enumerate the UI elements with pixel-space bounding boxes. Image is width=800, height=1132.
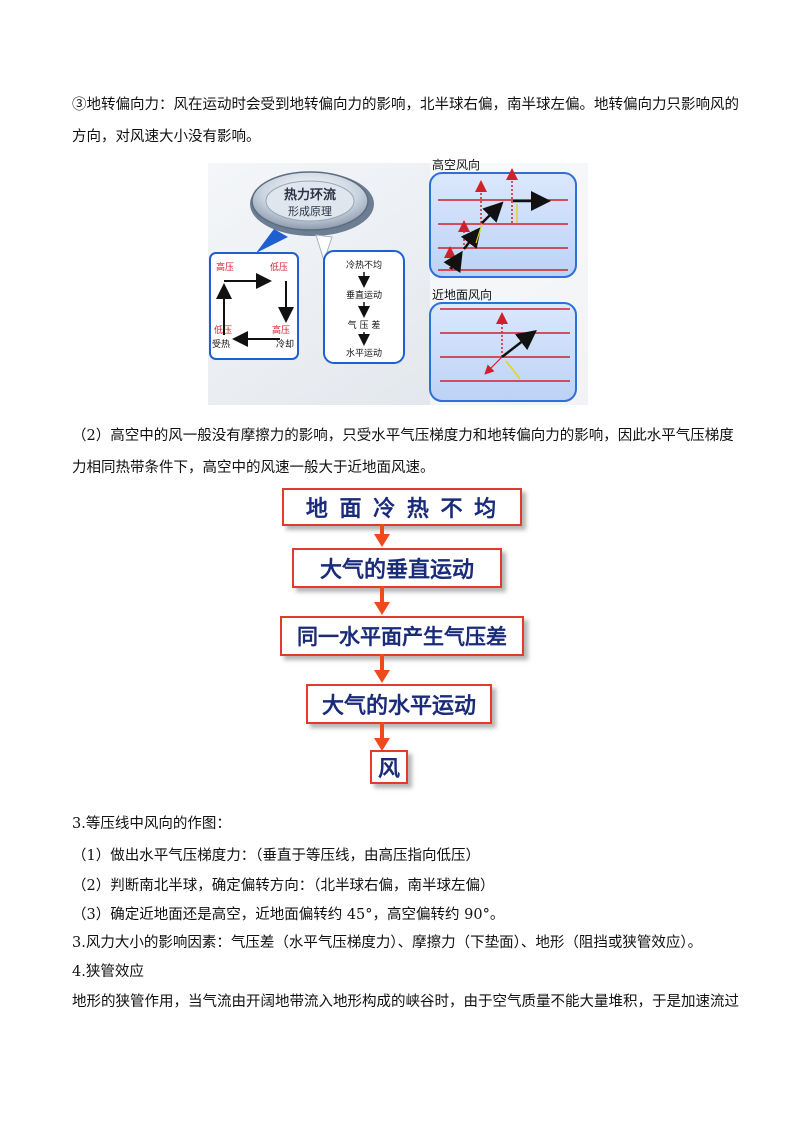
cycle-top-left-label: 高压 bbox=[216, 261, 234, 273]
thermal-circulation-figure: 热力环流 形成原理 高压 低压 低压 高压 受热 冷却 冷热不均 垂直运动 气 … bbox=[208, 157, 588, 405]
paragraph-coriolis-line1: ③地转偏向力：风在运动时会受到地转偏向力的影响，北半球右偏，南半球左偏。地转偏向… bbox=[72, 97, 739, 113]
flow-box-5: 风 bbox=[370, 750, 408, 784]
section-wind-force-factors: 3.风力大小的影响因素：气压差（水平气压梯度力）、摩擦力（下垫面）、地形（阻挡或… bbox=[72, 935, 703, 951]
upper-wind-title: 高空风向 bbox=[432, 157, 480, 172]
step-1: 冷热不均 bbox=[346, 259, 382, 271]
flow-arrow-2 bbox=[380, 586, 384, 602]
lower-wind-title: 近地面风向 bbox=[432, 287, 492, 302]
paragraph-upper-wind-line2: 力相同热带条件下，高空中的风速一般大于近地面风速。 bbox=[72, 460, 435, 476]
cycle-bottom-right-sub: 冷却 bbox=[276, 338, 294, 350]
section-gorge-effect-line1: 地形的狭管作用，当气流由开阔地带流入地形构成的峡谷时，由于空气质量不能大量堆积，… bbox=[72, 994, 739, 1010]
cycle-bottom-right-label: 高压 bbox=[272, 324, 290, 336]
flow-box-3: 同一水平面产生气压差 bbox=[280, 616, 524, 656]
section-isobar-title: 3.等压线中风向的作图： bbox=[72, 816, 231, 832]
pointer-left bbox=[256, 229, 288, 253]
upper-wind-panel bbox=[429, 172, 577, 278]
step-3: 气 压 差 bbox=[348, 319, 381, 331]
paragraph-coriolis-line2: 方向，对风速大小没有影响。 bbox=[72, 129, 261, 145]
title-button-line1: 热力环流 bbox=[284, 187, 336, 203]
section-isobar-item-2: （2）判断南北半球，确定偏转方向：（北半球右偏，南半球左偏） bbox=[72, 878, 495, 894]
flow-arrow-3 bbox=[380, 654, 384, 670]
flow-box-4: 大气的水平运动 bbox=[306, 684, 492, 724]
section-isobar-item-3: （3）确定近地面还是高空，近地面偏转约 45°，高空偏转约 90°。 bbox=[72, 907, 505, 923]
flow-box-2: 大气的垂直运动 bbox=[292, 548, 502, 588]
section-isobar-item-1: （1）做出水平气压梯度力：（垂直于等压线，由高压指向低压） bbox=[72, 848, 480, 864]
step-2: 垂直运动 bbox=[346, 289, 382, 301]
step-4: 水平运动 bbox=[346, 347, 382, 359]
cycle-top-right-label: 低压 bbox=[270, 261, 288, 273]
cycle-bottom-left-sub: 受热 bbox=[212, 338, 230, 350]
flow-box-1: 地 面 冷 热 不 均 bbox=[282, 488, 522, 526]
paragraph-upper-wind-line1: （2）高空中的风一般没有摩擦力的影响，只受水平气压梯度力和地转偏向力的影响，因此… bbox=[72, 428, 734, 444]
lower-wind-panel bbox=[429, 302, 577, 402]
title-button-line2: 形成原理 bbox=[288, 205, 332, 218]
flow-arrow-1 bbox=[380, 524, 384, 534]
flow-arrow-4 bbox=[380, 722, 384, 738]
section-gorge-effect-title: 4.狭管效应 bbox=[72, 964, 144, 980]
